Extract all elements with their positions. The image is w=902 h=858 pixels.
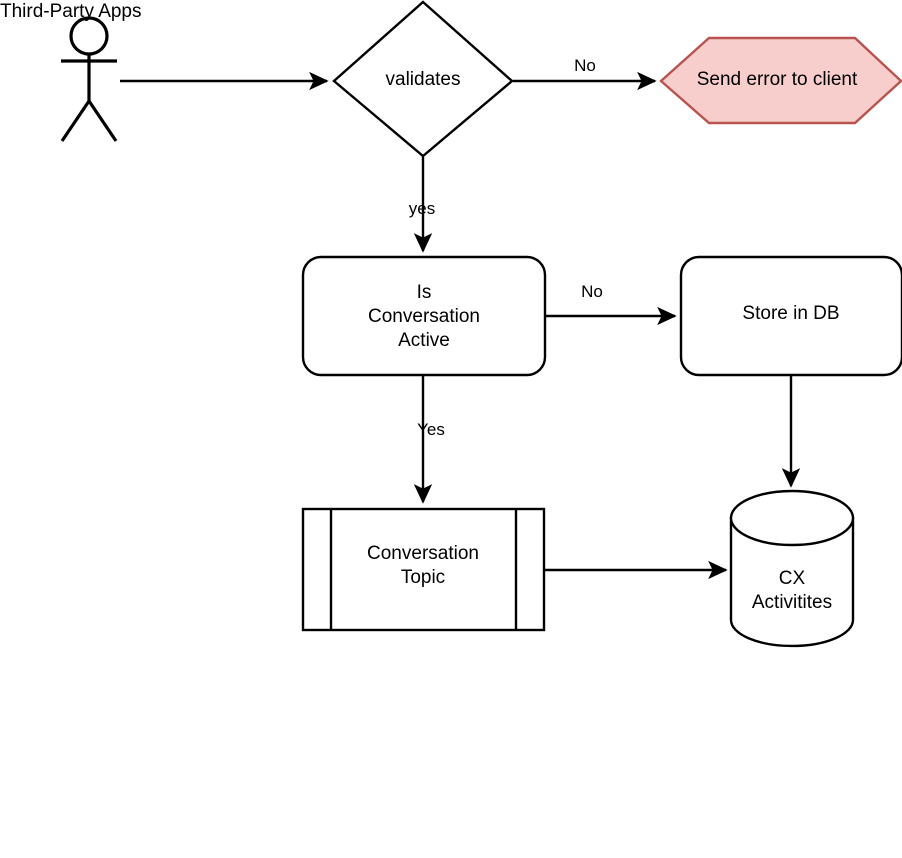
node-cx-activitites-shape[interactable] bbox=[729, 489, 855, 648]
actor-left-leg bbox=[60, 100, 91, 142]
actor-shape-third-party-apps bbox=[60, 16, 118, 142]
node-send-error-shape[interactable] bbox=[659, 36, 902, 125]
actor-right-leg bbox=[87, 100, 118, 142]
actor-head-icon bbox=[69, 16, 109, 56]
node-validates-shape[interactable] bbox=[332, 0, 514, 158]
node-is-conversation-active-shape[interactable] bbox=[301, 255, 547, 377]
node-conversation-topic-shape[interactable] bbox=[301, 507, 546, 632]
node-store-in-db-shape[interactable] bbox=[679, 255, 902, 377]
